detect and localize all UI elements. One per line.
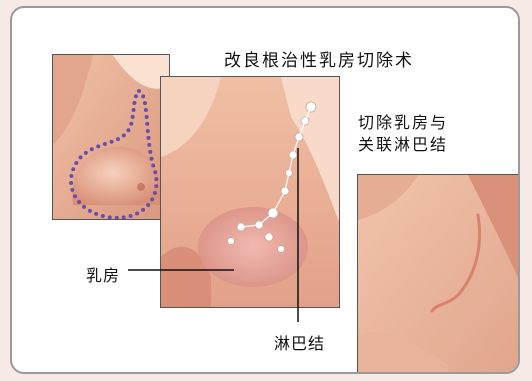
subtitle-line-1: 切除乳房与 xyxy=(358,112,520,134)
subtitle: 切除乳房与 关联淋巴结 xyxy=(358,112,520,156)
subtitle-line-2: 关联淋巴结 xyxy=(358,134,520,156)
label-lymph-nodes: 淋巴结 xyxy=(274,330,325,354)
label-breast: 乳房 xyxy=(86,262,120,286)
page-title: 改良根治性乳房切除术 xyxy=(224,46,414,71)
diagram-frame: 改良根治性乳房切除术 切除乳房与 关联淋巴结 乳房 淋巴结 xyxy=(10,6,520,374)
